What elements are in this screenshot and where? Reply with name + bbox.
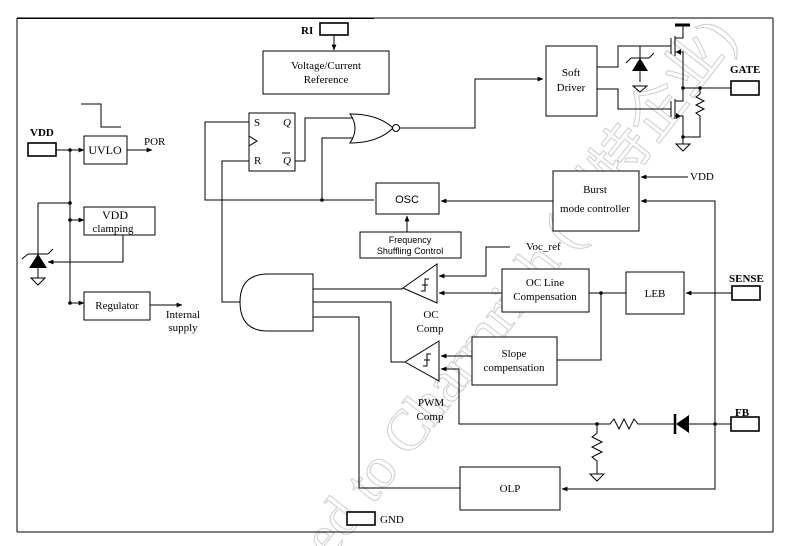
- flipflop-qbar-label: Q: [283, 155, 291, 167]
- burst-label-1: Burst: [583, 184, 607, 196]
- pin-label-gate: GATE: [730, 64, 760, 76]
- nor-gate-icon: [349, 113, 400, 144]
- voc-ref-label: Voc_ref: [526, 241, 561, 253]
- vdd-clamping-label-2: clamping: [93, 223, 134, 235]
- clock-input-icon: [248, 135, 258, 147]
- soft-driver-label-1: Soft: [562, 67, 580, 79]
- pin-label-vdd: VDD: [30, 127, 54, 139]
- flipflop-q-label: Q: [283, 117, 291, 129]
- wire-qbar-nor: [295, 117, 353, 162]
- and-gate-icon: [239, 273, 314, 332]
- wire-and-oc: [313, 288, 403, 290]
- internal-supply-label-1: Internal: [166, 309, 200, 321]
- resistor-icon: [588, 424, 606, 482]
- block-regulator: [83, 291, 151, 321]
- block-burst-mode-controller: [552, 170, 640, 232]
- ground-icon: [674, 137, 692, 152]
- pin-gate[interactable]: [730, 80, 760, 96]
- pin-vdd[interactable]: [27, 142, 57, 157]
- vdd-clamping-label-1: VDD: [102, 208, 128, 222]
- flipflop-s-label: S: [254, 117, 260, 129]
- osc-label: OSC: [395, 194, 419, 206]
- block-uvlo: [83, 135, 128, 165]
- resistor-icon: [683, 88, 706, 138]
- pwm-comp-label-1: PWM: [418, 397, 445, 409]
- block-voltage-current-reference: [262, 50, 390, 95]
- oc-line-comp-label-2: Compensation: [513, 291, 577, 303]
- oc-line-comp-label-1: OC Line: [526, 277, 564, 289]
- uvlo-label: UVLO: [88, 143, 122, 157]
- wire-nor-softdriver: [400, 76, 544, 129]
- wire-and-pwm: [313, 301, 405, 363]
- internal-supply-label-2: supply: [168, 322, 198, 334]
- block-soft-driver: [545, 45, 598, 117]
- mosfet-high-icon: [670, 23, 690, 88]
- wire-osc-nor: [321, 137, 353, 200]
- wire-clamp-zener: [47, 235, 124, 265]
- oc-comp-label-2: Comp: [417, 323, 444, 335]
- freq-shuffle-label-2: Shuffling Control: [377, 246, 443, 256]
- wire-fb-olp: [561, 424, 716, 492]
- ground-icon: [29, 268, 47, 286]
- reference-label-1: Voltage/Current: [291, 60, 361, 72]
- soft-driver-label-2: Driver: [557, 82, 586, 94]
- pin-label-gnd: GND: [380, 514, 404, 526]
- hysteresis-symbol: [81, 103, 121, 128]
- regulator-label: Regulator: [95, 300, 139, 312]
- slope-comp-label-2: compensation: [483, 362, 545, 374]
- wire-and-olp: [313, 316, 460, 489]
- zener-diode-icon: [625, 46, 655, 93]
- olp-label: OLP: [500, 483, 521, 495]
- pin-fb[interactable]: [730, 416, 760, 432]
- resistor-icon: [597, 417, 655, 431]
- wire-vocref-oc: [438, 246, 510, 279]
- wire-driver-high: [597, 45, 671, 68]
- wire-fb-pwm: [440, 366, 597, 425]
- block-sr-flipflop: [248, 112, 296, 172]
- block-leb: [625, 271, 685, 315]
- block-osc: [375, 182, 440, 215]
- oc-comparator-icon: [401, 263, 438, 304]
- oc-comp-label-1: OC: [423, 309, 438, 321]
- flipflop-r-label: R: [254, 155, 262, 167]
- burst-label-2: mode controller: [560, 203, 630, 215]
- block-frequency-shuffling-control: [359, 231, 462, 259]
- leb-label: LEB: [645, 288, 666, 300]
- wire-driver-low: [597, 88, 671, 110]
- pin-label-sense: SENSE: [729, 273, 764, 285]
- wire-leb-slope: [557, 293, 602, 361]
- reference-label-2: Reference: [304, 74, 349, 86]
- diode-icon: [655, 414, 731, 434]
- wire-s-osc: [204, 121, 374, 201]
- pwm-comp-label-2: Comp: [417, 411, 444, 423]
- pwm-comparator-icon: [404, 340, 440, 382]
- pin-ri[interactable]: [319, 22, 349, 36]
- wire-r-and: [221, 160, 249, 303]
- por-label: POR: [144, 136, 166, 148]
- block-oc-line-compensation: [501, 268, 590, 313]
- block-slope-compensation: [471, 336, 558, 386]
- pin-label-ri: RI: [301, 25, 313, 37]
- pin-label-fb: FB: [735, 407, 750, 419]
- vdd-burst-label: VDD: [690, 171, 714, 183]
- wire-fb-burst: [640, 198, 716, 424]
- freq-shuffle-label-1: Frequency: [389, 235, 432, 245]
- mosfet-low-icon: [670, 88, 684, 137]
- slope-comp-label-1: Slope: [501, 348, 526, 360]
- block-olp: [459, 466, 561, 511]
- block-vdd-clamping: [83, 206, 156, 236]
- pin-gnd[interactable]: [346, 511, 376, 526]
- zener-diode-icon: [21, 248, 54, 268]
- pin-sense[interactable]: [731, 285, 761, 301]
